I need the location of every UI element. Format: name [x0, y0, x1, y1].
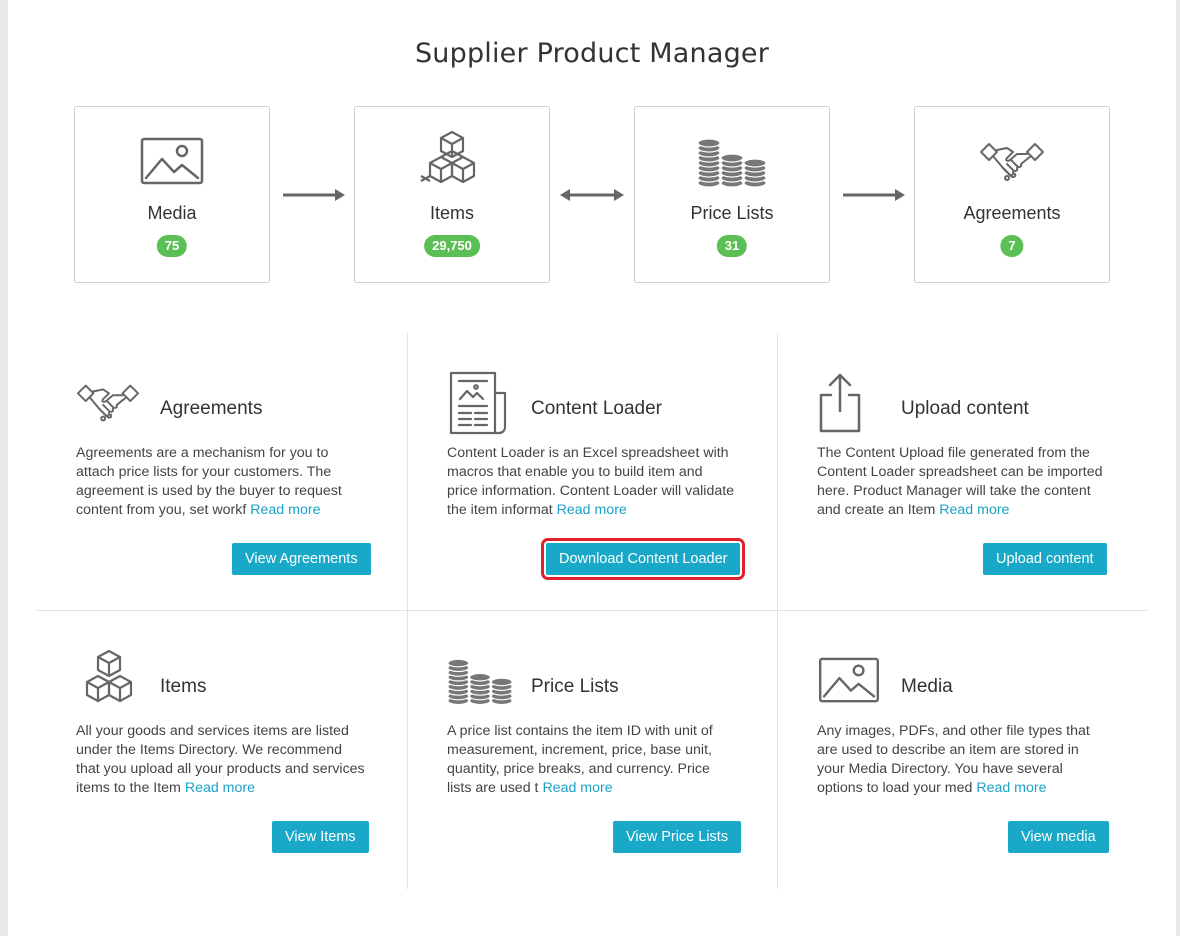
view-items-button[interactable]: View Items [272, 821, 369, 853]
section-description: The Content Upload file generated from t… [817, 444, 1107, 520]
handshake-icon [76, 368, 146, 438]
description-text: A price list contains the item ID with u… [447, 723, 713, 796]
spreadsheet-document-icon [447, 368, 517, 438]
section-heading: Upload content [901, 398, 1029, 419]
grid-divider [407, 333, 408, 889]
read-more-link[interactable]: Read more [556, 502, 627, 518]
view-price-lists-button[interactable]: View Price Lists [613, 821, 742, 853]
page-title: Supplier Product Manager [414, 38, 770, 69]
read-more-link[interactable]: Read more [250, 502, 321, 518]
section-heading: Price Lists [531, 676, 619, 697]
section-heading: Media [901, 676, 953, 697]
section-description: A price list contains the item ID with u… [447, 722, 737, 798]
flow-card-price-lists[interactable]: Price Lists 31 [634, 106, 830, 283]
description-text: Content Loader is an Excel spreadsheet w… [447, 445, 735, 518]
download-content-loader-button[interactable]: Download Content Loader [540, 538, 746, 580]
upload-content-button[interactable]: Upload content [983, 543, 1107, 575]
flow-card-items[interactable]: Items 29,750 [354, 106, 550, 283]
flow-label-agreements: Agreements [963, 203, 1061, 223]
count-badge-media: 75 [156, 235, 188, 257]
section-heading: Items [160, 676, 207, 697]
description-text: All your goods and services items are li… [76, 723, 365, 796]
image-icon [817, 646, 887, 716]
boxes-icon [76, 646, 146, 716]
description-text: Agreements are a mechanism for you to at… [76, 445, 342, 518]
flow-card-media[interactable]: Media 75 [74, 106, 270, 283]
section-description: Any images, PDFs, and other file types t… [817, 722, 1107, 798]
section-heading: Content Loader [531, 398, 662, 419]
description-text: Any images, PDFs, and other file types t… [817, 723, 1090, 796]
section-heading: Agreements [160, 398, 263, 419]
image-icon [75, 129, 269, 195]
grid-divider [777, 333, 778, 889]
section-description: All your goods and services items are li… [76, 722, 366, 798]
flow-label-price-lists: Price Lists [690, 203, 774, 223]
count-badge-price-lists: 31 [716, 235, 748, 257]
read-more-link[interactable]: Read more [184, 780, 256, 796]
count-badge-items: 29,750 [424, 235, 480, 257]
flow-label-media: Media [147, 203, 197, 223]
view-agreements-button[interactable]: View Agreements [232, 543, 371, 575]
boxes-icon [355, 129, 549, 195]
count-badge-agreements: 7 [1000, 235, 1024, 257]
view-media-button[interactable]: View media [1008, 821, 1109, 853]
arrow-right-icon [843, 189, 905, 201]
upload-icon [817, 368, 887, 438]
coins-icon [635, 129, 829, 195]
arrow-bidirectional-icon [560, 189, 624, 201]
coins-icon [447, 646, 517, 716]
read-more-link[interactable]: Read more [939, 502, 1010, 518]
supplier-product-manager-page: Supplier Product Manager Media 75 [8, 0, 1176, 936]
description-text: The Content Upload file generated from t… [817, 445, 1103, 518]
section-description: Agreements are a mechanism for you to at… [76, 444, 366, 520]
flow-card-agreements[interactable]: Agreements 7 [914, 106, 1110, 283]
read-more-link[interactable]: Read more [976, 780, 1047, 796]
section-description: Content Loader is an Excel spreadsheet w… [447, 444, 737, 520]
handshake-icon [915, 129, 1109, 195]
read-more-link[interactable]: Read more [542, 780, 613, 796]
arrow-right-icon [283, 189, 345, 201]
flow-label-items: Items [429, 203, 474, 223]
grid-divider [37, 610, 1147, 611]
